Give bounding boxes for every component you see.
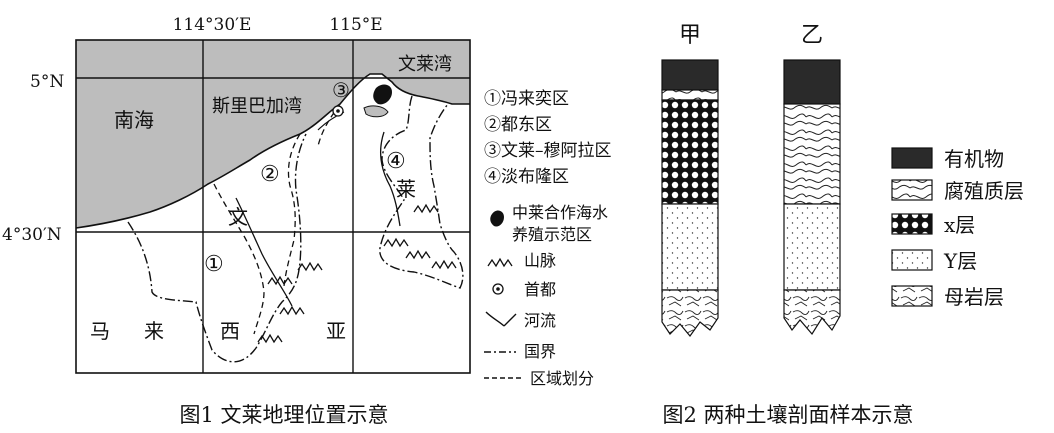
profile-a-y-layer xyxy=(661,203,719,291)
sea-area xyxy=(76,40,470,228)
legend-organic-swatch xyxy=(891,147,933,169)
legend-district-2: ②都东区 xyxy=(484,115,552,135)
legend-bedrock: 母岩层 xyxy=(944,285,1004,309)
profile-a-organic xyxy=(661,59,719,91)
map-frame xyxy=(75,39,471,374)
legend-district-1: ①冯来奕区 xyxy=(484,89,569,109)
lat-label-1: 5°N xyxy=(30,72,64,92)
coastline xyxy=(75,73,470,229)
lon-label-1: 114°30′E xyxy=(173,15,252,35)
lat-label-2: 4°30′N xyxy=(2,225,62,245)
soil-profiles: 甲 乙 xyxy=(661,23,841,337)
caption-figure-2: 图2 两种土壤剖面样本示意 xyxy=(662,403,913,427)
label-malaysia-xi: 西 xyxy=(220,319,240,343)
river-1 xyxy=(235,197,293,307)
label-district-1: ① xyxy=(204,252,224,277)
legend-y: Y层 xyxy=(943,249,977,273)
legend-division: 区域划分 xyxy=(530,369,594,388)
national-border-east xyxy=(379,95,464,289)
legend-organic: 有机物 xyxy=(944,147,1004,171)
mountain-4 xyxy=(257,333,283,344)
legend-fishery-line2: 养殖示范区 xyxy=(512,225,592,244)
profile-a-x-layer xyxy=(661,99,719,205)
profile-a-label: 甲 xyxy=(679,23,701,48)
legend-fishery-symbol xyxy=(490,210,504,227)
legend-mountain: 山脉 xyxy=(524,251,556,270)
legend-capital-dot xyxy=(496,287,500,291)
label-south-china-sea: 南海 xyxy=(114,108,154,132)
legend-y-swatch xyxy=(891,249,933,271)
profile-a xyxy=(661,59,719,337)
label-district-2: ② xyxy=(260,162,280,187)
national-border-west xyxy=(127,133,307,363)
mountain-2 xyxy=(267,275,293,286)
label-serilbagan-bay: 斯里巴加湾 xyxy=(212,96,302,117)
mountain-symbols xyxy=(257,203,457,344)
label-malaysia-ya: 亚 xyxy=(326,319,346,343)
profile-b xyxy=(783,59,841,336)
mountain-5 xyxy=(413,203,439,214)
district-division-1 xyxy=(213,183,265,335)
profile-a-bedrock xyxy=(661,289,719,337)
profile-b-y-layer xyxy=(783,203,841,291)
map-legend: ①冯来奕区 ②都东区 ③文莱–穆阿拉区 ④淡布隆区 中莱合作海水 养殖示范区 山… xyxy=(484,89,612,388)
capital-dot xyxy=(336,109,340,113)
label-brunei-wen: 文 xyxy=(228,205,248,229)
mountain-1 xyxy=(297,261,323,272)
river-2 xyxy=(379,131,401,227)
caption-figure-1: 图1 文莱地理位置示意 xyxy=(179,403,388,427)
legend-border: 国界 xyxy=(524,342,556,361)
legend-x: x层 xyxy=(944,213,975,237)
label-malaysia-ma: 马 xyxy=(90,319,110,343)
map: 114°30′E 115°E 5°N 4°30′N 南海 文莱湾 斯里巴加湾 文… xyxy=(2,15,471,374)
profile-b-label: 乙 xyxy=(801,23,823,48)
profile-b-humus xyxy=(783,103,841,205)
mountain-8 xyxy=(431,259,457,270)
soil-legend: 有机物 腐殖质层 x层 Y层 母岩层 xyxy=(891,147,1024,309)
mountain-3 xyxy=(279,305,305,316)
label-brunei-lai: 莱 xyxy=(396,177,416,201)
legend-district-4: ④淡布隆区 xyxy=(484,167,569,187)
lon-label-2: 115°E xyxy=(329,15,382,35)
district-division-2 xyxy=(283,133,301,287)
legend-x-swatch xyxy=(891,213,933,235)
legend-district-3: ③文莱–穆阿拉区 xyxy=(484,141,612,161)
profile-b-organic xyxy=(783,59,841,105)
legend-humus: 腐殖质层 xyxy=(944,179,1024,203)
legend-fishery-line1: 中莱合作海水 xyxy=(512,203,608,222)
profile-a-humus xyxy=(661,89,719,101)
fishery-zone xyxy=(373,84,392,105)
label-district-4: ④ xyxy=(386,149,406,174)
legend-mountain-icon xyxy=(487,257,513,268)
legend-river: 河流 xyxy=(524,311,556,330)
legend-capital: 首都 xyxy=(524,280,556,299)
legend-bedrock-swatch xyxy=(891,285,933,307)
legend-humus-swatch xyxy=(891,179,933,201)
profile-b-bedrock xyxy=(783,289,841,336)
mountain-6 xyxy=(383,237,409,248)
label-district-3: ③ xyxy=(332,78,350,102)
bay-island xyxy=(363,105,389,118)
label-brunei-bay: 文莱湾 xyxy=(398,54,452,75)
legend-river-icon xyxy=(485,311,517,327)
mountain-7 xyxy=(405,249,431,260)
label-malaysia-lai: 来 xyxy=(144,319,164,343)
